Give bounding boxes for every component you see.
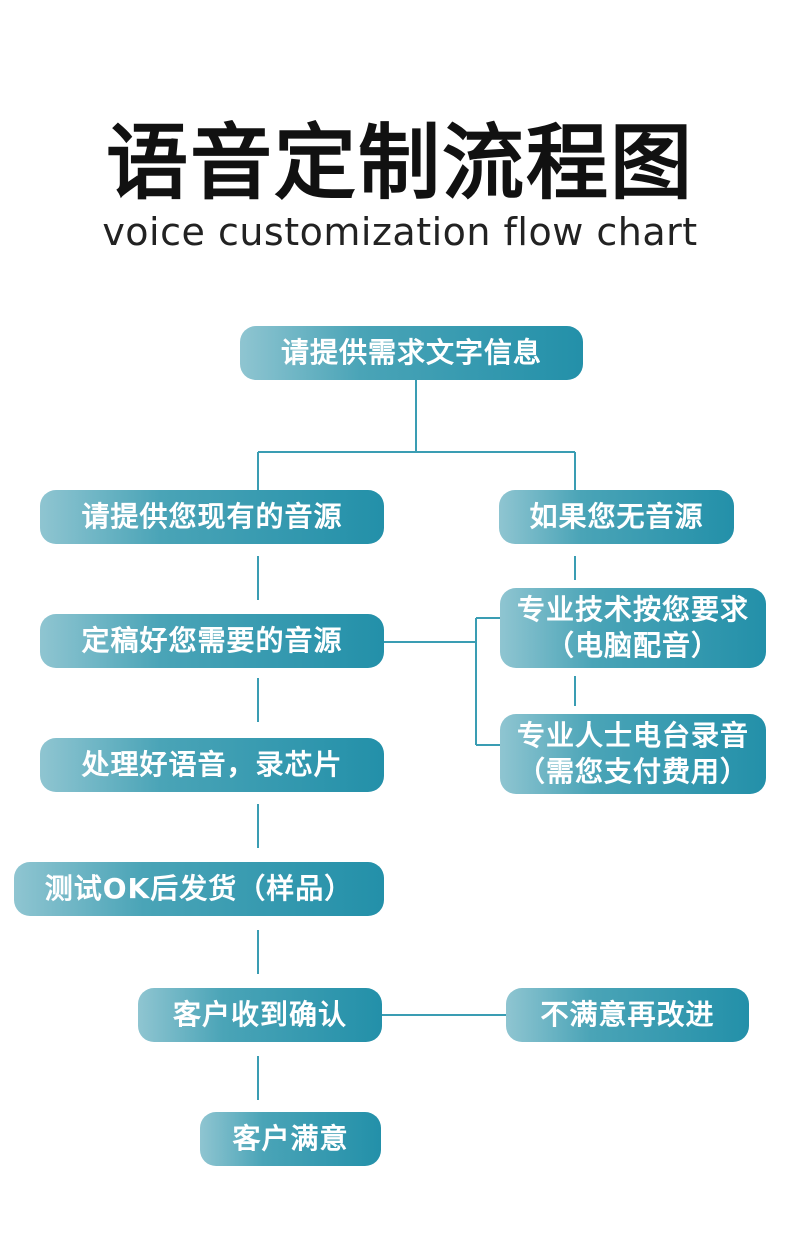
node-no-source: 如果您无音源 xyxy=(499,490,734,544)
node-existing-source: 请提供您现有的音源 xyxy=(40,490,384,544)
node-test-ship-label: 测试OK后发货（样品） xyxy=(44,872,354,905)
node-finalize-source-label: 定稿好您需要的音源 xyxy=(81,624,343,657)
node-customer-satisfied: 客户满意 xyxy=(200,1112,381,1166)
node-dissatisfied: 不满意再改进 xyxy=(506,988,749,1042)
connector-finalize-to-options xyxy=(384,617,500,746)
node-provide-text: 请提供需求文字信息 xyxy=(240,326,583,380)
node-customer-confirm-label: 客户收到确认 xyxy=(172,998,347,1031)
node-customer-confirm: 客户收到确认 xyxy=(138,988,382,1042)
node-process-voice-label: 处理好语音，录芯片 xyxy=(81,748,343,781)
page-title: 语音定制流程图 xyxy=(105,116,694,211)
node-process-voice: 处理好语音，录芯片 xyxy=(40,738,384,792)
node-radio-recording-line2: （需您支付费用） xyxy=(516,755,749,788)
connector-root-branch xyxy=(257,380,576,490)
node-provide-text-label: 请提供需求文字信息 xyxy=(280,336,542,369)
node-test-ship: 测试OK后发货（样品） xyxy=(14,862,384,916)
node-no-source-label: 如果您无音源 xyxy=(529,500,704,533)
node-existing-source-label: 请提供您现有的音源 xyxy=(81,500,343,533)
node-computer-dubbing: 专业技术按您要求 （电脑配音） xyxy=(500,588,766,668)
page-subtitle: voice customization flow chart xyxy=(102,210,698,254)
node-radio-recording-line1: 专业人士电台录音 xyxy=(516,719,749,752)
node-computer-dubbing-line1: 专业技术按您要求 xyxy=(516,593,749,626)
node-dissatisfied-label: 不满意再改进 xyxy=(540,998,715,1031)
node-customer-satisfied-label: 客户满意 xyxy=(232,1122,349,1155)
node-computer-dubbing-line2: （电脑配音） xyxy=(545,629,720,662)
node-radio-recording: 专业人士电台录音 （需您支付费用） xyxy=(500,714,766,794)
node-finalize-source: 定稿好您需要的音源 xyxy=(40,614,384,668)
